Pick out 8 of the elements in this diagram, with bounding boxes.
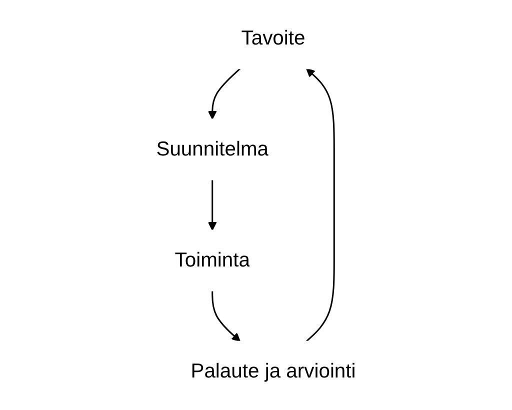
arrow — [208, 180, 217, 231]
node-text: Toiminta — [174, 249, 250, 272]
node-text: Tavoite — [241, 27, 306, 50]
arrow — [212, 290, 240, 342]
node-text: Suunnitelma — [156, 138, 269, 161]
arrow — [306, 68, 335, 342]
node-text: Palaute ja arviointi — [190, 360, 356, 383]
arrow — [208, 68, 241, 120]
